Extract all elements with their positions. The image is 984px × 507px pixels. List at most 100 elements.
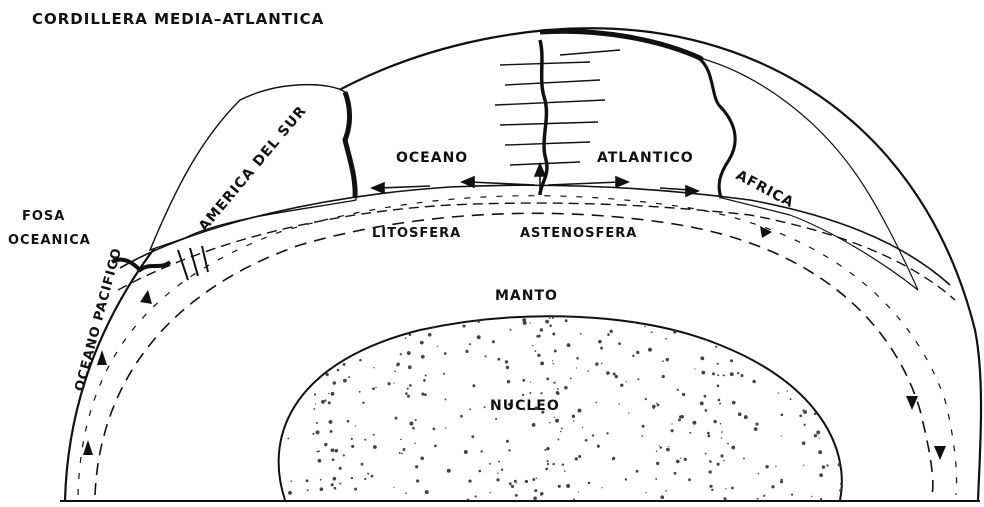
core-stipple-dot (557, 439, 559, 441)
core-stipple-dot (682, 393, 685, 396)
core-stipple-dot (694, 368, 695, 369)
core-stipple-dot (269, 461, 271, 463)
core-stipple-dot (696, 324, 698, 326)
core-stipple-dot (679, 415, 682, 418)
core-stipple-dot (421, 304, 423, 306)
core-stipple-dot (275, 347, 277, 349)
core-stipple-dot (372, 387, 375, 390)
core-stipple-dot (437, 345, 438, 346)
core-stipple-dot (498, 461, 500, 463)
core-stipple-dot (763, 495, 765, 497)
core-stipple-dot (393, 382, 394, 383)
core-stipple-dot (479, 470, 482, 473)
core-stipple-dot (817, 310, 821, 314)
core-stipple-dot (741, 374, 744, 377)
core-stipple-dot (738, 412, 742, 416)
core-stipple-dot (331, 392, 335, 396)
core-stipple-dot (371, 475, 374, 478)
core-stipple-dot (717, 363, 719, 365)
core-stipple-dot (816, 380, 820, 384)
core-stipple-dot (835, 407, 836, 408)
core-stipple-dot (414, 442, 416, 444)
core-stipple-dot (399, 452, 401, 454)
core-stipple-dot (570, 378, 572, 380)
core-stipple-dot (330, 354, 333, 357)
core-stipple-dot (318, 450, 320, 452)
core-stipple-dot (662, 315, 666, 319)
core-stipple-dot (268, 463, 269, 464)
core-stipple-dot (313, 408, 315, 410)
core-stipple-dot (403, 448, 406, 451)
core-stipple-dot (464, 450, 468, 454)
core-stipple-dot (474, 495, 476, 497)
core-stipple-dot (501, 469, 503, 471)
core-stipple-dot (836, 350, 840, 354)
core-stipple-dot (286, 316, 290, 320)
core-stipple-dot (373, 445, 377, 449)
core-stipple-dot (588, 482, 591, 485)
core-stipple-dot (492, 306, 494, 308)
core-stipple-dot (711, 489, 713, 491)
core-stipple-dot (781, 435, 782, 436)
core-stipple-dot (780, 413, 783, 416)
core-stipple-dot (318, 459, 322, 463)
core-stipple-dot (544, 449, 546, 451)
label-trench-line1: FOSA (22, 209, 65, 224)
core-stipple-dot (825, 350, 828, 353)
core-stipple-dot (333, 477, 337, 481)
core-stipple-dot (578, 492, 579, 493)
core-stipple-dot (338, 340, 341, 343)
core-stipple-dot (715, 346, 717, 348)
core-stipple-dot (434, 445, 437, 448)
label-ridge: CORDILLERA MEDIA–ATLANTICA (32, 10, 324, 28)
core-stipple-dot (314, 393, 316, 395)
core-stipple-dot (811, 323, 813, 325)
core-stipple-dot (832, 369, 834, 371)
core-stipple-dot (558, 485, 561, 488)
core-stipple-dot (709, 485, 712, 488)
core-stipple-dot (311, 346, 313, 348)
core-stipple-dot (826, 364, 829, 367)
core-stipple-dot (636, 351, 639, 354)
core-stipple-dot (758, 473, 760, 475)
core-stipple-dot (576, 367, 577, 368)
core-stipple-dot (359, 391, 361, 393)
core-stipple-dot (743, 458, 745, 460)
core-stipple-dot (546, 377, 549, 380)
core-stipple-dot (401, 453, 403, 455)
core-stipple-dot (420, 457, 424, 461)
core-stipple-dot (676, 309, 679, 312)
core-stipple-dot (534, 489, 537, 492)
core-stipple-dot (678, 419, 681, 422)
plate-motion-arrows (372, 164, 698, 196)
core-stipple-dot (803, 411, 807, 415)
core-stipple-dot (492, 340, 495, 343)
core-stipple-dot (415, 419, 417, 421)
core-stipple-dot (307, 489, 309, 491)
core-stipple-dot (271, 372, 273, 374)
core-stipple-dot (818, 450, 822, 454)
core-stipple-dot (790, 398, 792, 400)
core-stipple-dot (812, 339, 815, 342)
core-stipple-dot (445, 427, 446, 428)
core-stipple-dot (565, 502, 566, 503)
core-stipple-dot (655, 478, 657, 480)
core-stipple-dot (421, 393, 424, 396)
core-stipple-dot (444, 352, 447, 355)
core-stipple-dot (645, 492, 646, 493)
core-stipple-dot (712, 309, 714, 311)
core-stipple-dot (676, 307, 680, 311)
core-stipple-dot (532, 345, 533, 346)
core-stipple-dot (727, 443, 729, 445)
core-stipple-dot (723, 374, 725, 376)
core-stipple-dot (507, 380, 510, 383)
core-stipple-dot (595, 402, 597, 404)
core-stipple-dot (405, 392, 408, 395)
core-stipple-dot (557, 392, 560, 395)
core-stipple-dot (409, 384, 412, 387)
core-stipple-dot (339, 306, 342, 309)
core-stipple-dot (290, 378, 293, 381)
core-stipple-dot (819, 437, 820, 438)
label-pacific: OCEANO PACIFICO (72, 246, 125, 393)
core-stipple-dot (778, 392, 779, 393)
